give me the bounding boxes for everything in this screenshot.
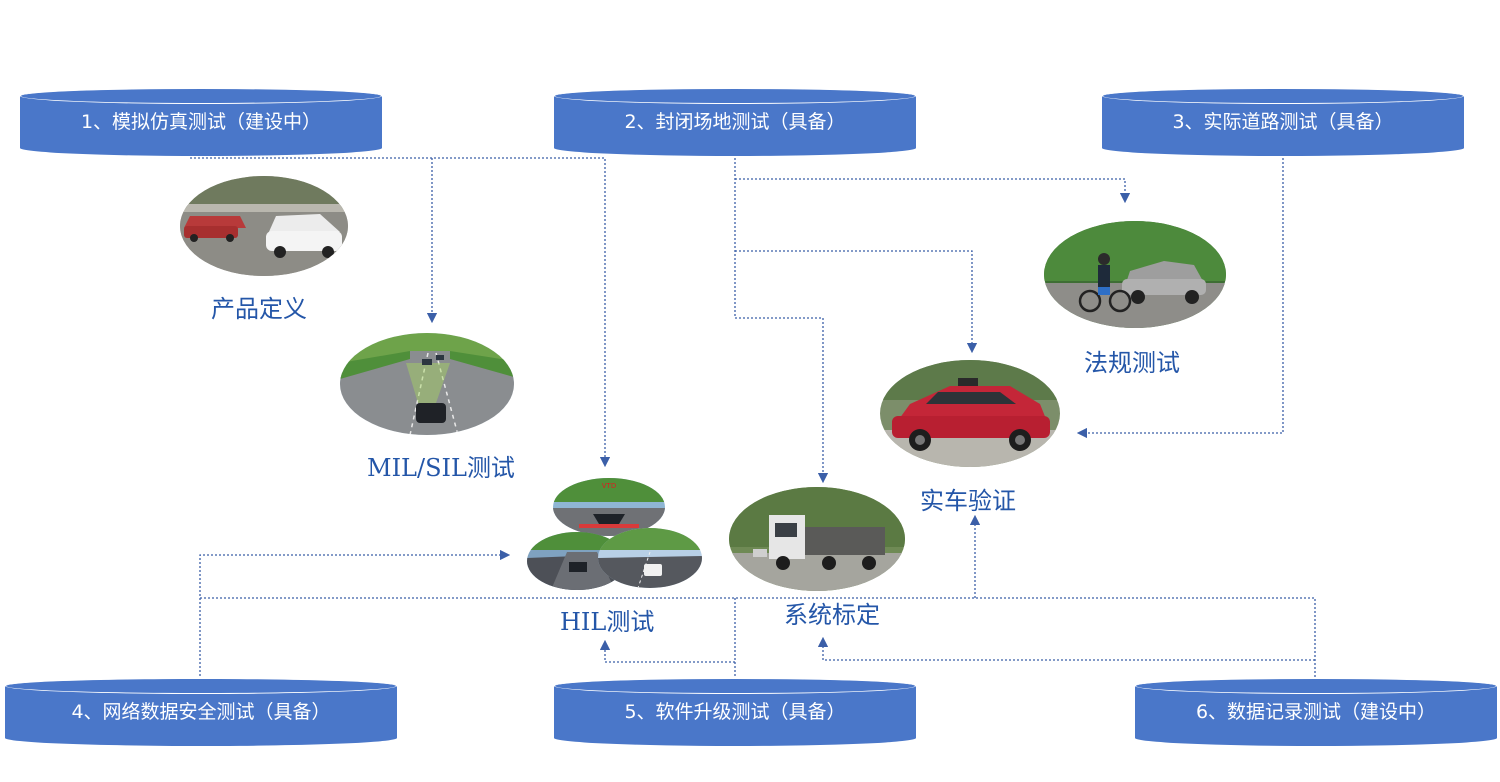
cylinder-label: 5、软件升级测试（具备） <box>624 701 846 723</box>
caption-real-car-verification: 实车验证 <box>920 487 1016 515</box>
cylinder-label: 6、数据记录测试（建设中） <box>1195 701 1437 723</box>
cylinder-closed-site-test: 2、封闭场地测试（具备） <box>554 88 916 158</box>
caption-regulation-test: 法规测试 <box>1084 349 1180 377</box>
mil-sil-simulation-photo <box>340 333 514 435</box>
caption-mil-sil-test: MIL/SIL测试 <box>367 454 515 482</box>
cylinder-real-road-test: 3、实际道路测试（具备） <box>1102 88 1464 158</box>
cylinder-simulation-test: 1、模拟仿真测试（建设中） <box>20 88 382 158</box>
caption-hil-test: HIL测试 <box>560 608 655 636</box>
cylinder-label: 2、封闭场地测试（具备） <box>624 111 846 133</box>
cylinder-software-upgrade-test: 5、软件升级测试（具备） <box>554 678 916 748</box>
cylinder-label: 1、模拟仿真测试（建设中） <box>80 111 322 133</box>
product-definition-photo <box>180 176 348 276</box>
cylinder-label: 4、网络数据安全测试（具备） <box>71 701 331 723</box>
cylinder-label: 3、实际道路测试（具备） <box>1172 111 1394 133</box>
cylinder-data-record-test: 6、数据记录测试（建设中） <box>1135 678 1497 748</box>
vtd-label: VTD <box>602 482 616 490</box>
real-car-photo <box>880 360 1060 467</box>
cylinder-network-security-test: 4、网络数据安全测试（具备） <box>5 678 397 748</box>
regulation-test-photo <box>1044 221 1226 328</box>
caption-system-calibration: 系统标定 <box>784 601 880 629</box>
caption-product-definition: 产品定义 <box>211 295 307 323</box>
calibration-truck-photo <box>729 487 905 591</box>
hil-photo-top: VTD <box>553 478 665 536</box>
hil-photo-right <box>598 528 702 588</box>
